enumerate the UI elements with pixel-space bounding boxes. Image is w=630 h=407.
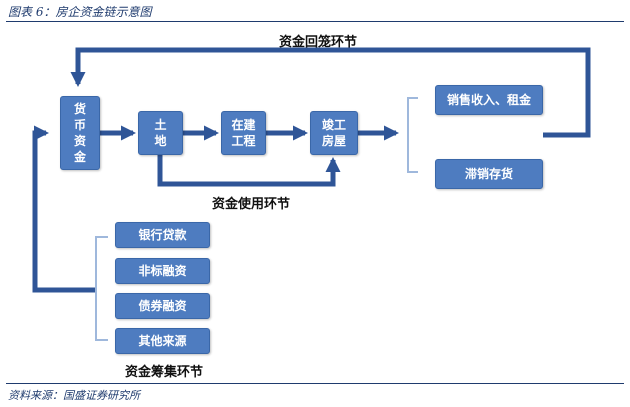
sources-bracket — [95, 236, 108, 341]
node-construction: 在建工程 — [221, 111, 266, 155]
node-funds-label: 货币资金 — [73, 102, 86, 164]
node-completed-label: 竣工房屋 — [321, 118, 346, 148]
usage-loop-arrow — [157, 155, 341, 187]
source-note: 资料来源：国盛证券研究所 — [8, 389, 140, 402]
node-sales: 销售收入、租金 — [435, 85, 543, 115]
figure-title: 图表 6：房企资金链示意图 — [8, 5, 152, 19]
outcomes-bracket — [407, 97, 418, 173]
stage-label-usage: 资金使用环节 — [212, 197, 291, 212]
node-unsold-label: 滞销存货 — [464, 167, 513, 181]
node-unsold: 滞销存货 — [435, 159, 543, 189]
source-nonstandard: 非标融资 — [115, 258, 210, 284]
stage-label-raising: 资金筹集环节 — [125, 365, 204, 380]
stage-label-recovery: 资金回笼环节 — [279, 35, 358, 50]
bottom-rule — [6, 383, 624, 384]
source-bank-loans: 银行贷款 — [115, 222, 210, 248]
node-construction-label: 在建工程 — [231, 118, 256, 148]
source-bonds: 债券融资 — [115, 293, 210, 319]
recovery-loop-arrow — [70, 47, 591, 138]
source-bank-loans-label: 银行贷款 — [138, 228, 187, 242]
source-nonstandard-label: 非标融资 — [138, 264, 187, 278]
node-land-label: 土地 — [154, 118, 167, 148]
node-sales-label: 销售收入、租金 — [446, 93, 531, 107]
source-other: 其他来源 — [115, 328, 210, 354]
node-land: 土地 — [138, 111, 183, 155]
source-other-label: 其他来源 — [138, 334, 187, 348]
raising-loop-arrow — [32, 125, 96, 293]
top-rule — [6, 21, 624, 22]
node-completed: 竣工房屋 — [310, 111, 358, 155]
source-bonds-label: 债券融资 — [138, 299, 187, 313]
node-funds: 货币资金 — [60, 96, 100, 170]
